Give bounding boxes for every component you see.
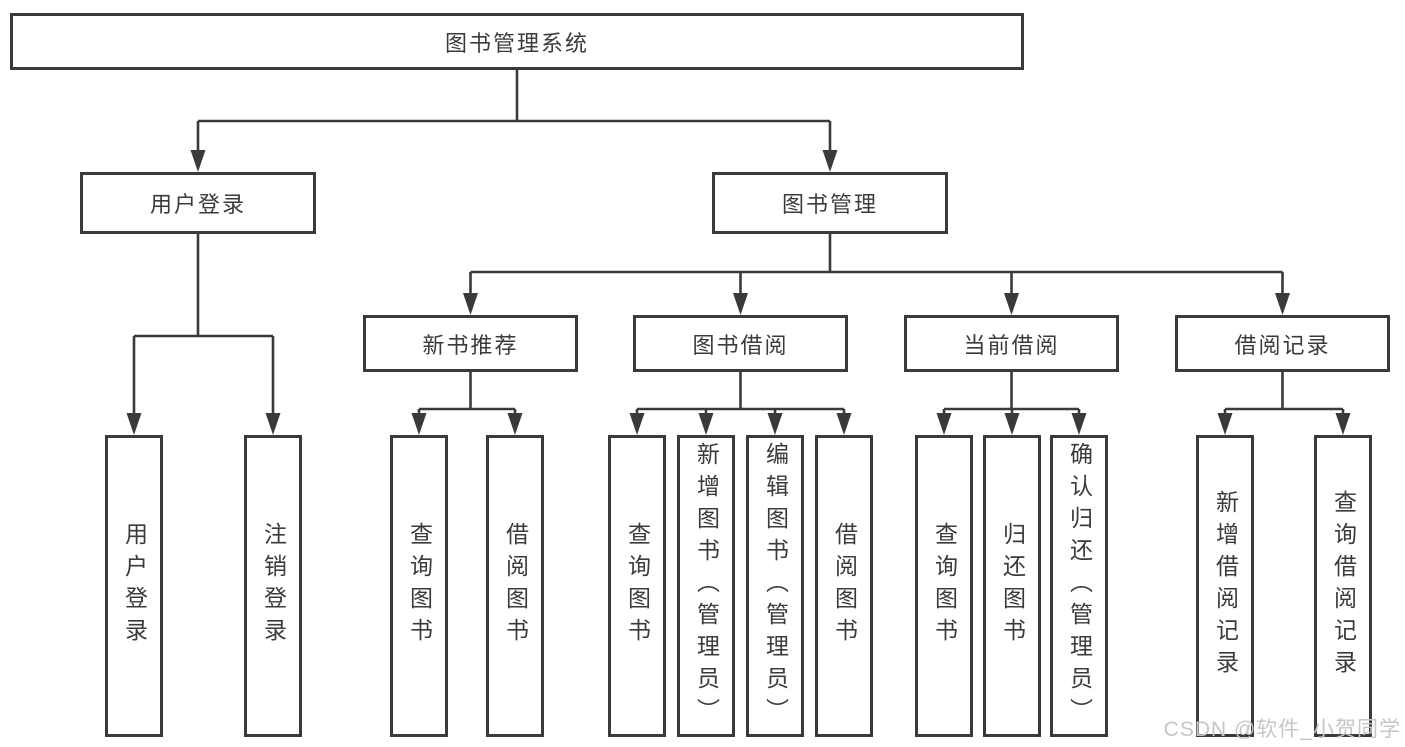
arrow-down-icon — [698, 413, 714, 435]
node-current-borrow-label: 当前借阅 — [963, 332, 1060, 358]
arrow-down-icon — [733, 293, 748, 315]
leaf-edit-books-admin-label: 编辑图书（管理员） — [762, 442, 789, 730]
node-current-borrow: 当前借阅 — [904, 315, 1119, 372]
connector-book-management — [469, 234, 1284, 300]
arrow-down-icon — [411, 413, 427, 435]
leaf-user-login: 用户登录 — [105, 435, 163, 737]
leaf-borrow-books-2: 借阅图书 — [815, 435, 873, 737]
node-user-login: 用户登录 — [80, 172, 316, 234]
connector-book-borrow — [635, 372, 846, 420]
node-new-book-recommend-label: 新书推荐 — [422, 332, 519, 358]
node-user-login-label: 用户登录 — [149, 192, 246, 217]
leaf-borrow-books-1: 借阅图书 — [486, 435, 544, 737]
leaf-query-books-3-label: 查询图书 — [931, 522, 958, 650]
connector-root — [196, 70, 832, 158]
connector-current-borrow — [942, 372, 1081, 420]
leaf-confirm-return-admin: 确认归还（管理员） — [1050, 435, 1108, 737]
connector-new-book-recommend — [417, 372, 517, 420]
connector-borrow-records — [1223, 372, 1345, 420]
leaf-query-borrow-record: 查询借阅记录 — [1314, 435, 1372, 737]
arrow-down-icon — [1004, 293, 1019, 315]
arrow-down-icon — [126, 413, 142, 435]
arrow-down-icon — [265, 413, 281, 435]
node-borrow-records-label: 借阅记录 — [1234, 332, 1331, 358]
leaf-add-borrow-record: 新增借阅记录 — [1196, 435, 1254, 737]
node-book-borrow: 图书借阅 — [633, 315, 848, 372]
leaf-edit-books-admin: 编辑图书（管理员） — [746, 435, 804, 737]
leaf-query-books-3: 查询图书 — [915, 435, 973, 737]
leaf-query-books-1-label: 查询图书 — [406, 522, 433, 650]
leaf-borrow-books-2-label: 借阅图书 — [831, 522, 858, 650]
leaf-logout: 注销登录 — [244, 435, 302, 737]
node-root: 图书管理系统 — [10, 13, 1024, 70]
arrow-down-icon — [1217, 413, 1233, 435]
leaf-add-books-admin: 新增图书（管理员） — [677, 435, 735, 737]
leaf-user-login-label: 用户登录 — [121, 522, 148, 650]
leaf-add-books-admin-label: 新增图书（管理员） — [693, 442, 720, 730]
leaf-add-borrow-record-label: 新增借阅记录 — [1212, 490, 1239, 682]
arrow-down-icon — [767, 413, 783, 435]
arrow-down-icon — [936, 413, 952, 435]
arrow-down-icon — [190, 150, 206, 172]
arrow-down-icon — [629, 413, 645, 435]
arrow-down-icon — [1071, 413, 1087, 435]
node-book-management: 图书管理 — [712, 172, 948, 234]
arrow-down-icon — [1335, 413, 1351, 435]
leaf-borrow-books-1-label: 借阅图书 — [502, 522, 529, 650]
node-root-label: 图书管理系统 — [444, 30, 589, 56]
arrow-down-icon — [463, 293, 478, 315]
node-book-management-label: 图书管理 — [781, 192, 878, 217]
leaf-query-books-1: 查询图书 — [390, 435, 448, 737]
leaf-confirm-return-admin-label: 确认归还（管理员） — [1066, 442, 1093, 730]
leaf-query-books-2: 查询图书 — [608, 435, 666, 737]
leaf-query-borrow-record-label: 查询借阅记录 — [1330, 490, 1357, 682]
leaf-query-books-2-label: 查询图书 — [624, 522, 651, 650]
leaf-return-books: 归还图书 — [983, 435, 1041, 737]
arrow-down-icon — [507, 413, 523, 435]
leaf-return-books-label: 归还图书 — [999, 522, 1026, 650]
connector-user-login — [132, 234, 275, 420]
arrow-down-icon — [1004, 413, 1020, 435]
leaf-logout-label: 注销登录 — [260, 522, 287, 650]
node-book-borrow-label: 图书借阅 — [692, 332, 789, 358]
arrow-down-icon — [822, 150, 838, 172]
watermark: CSDN @软件_小贺同学 — [1163, 718, 1401, 741]
arrow-down-icon — [1275, 293, 1290, 315]
node-new-book-recommend: 新书推荐 — [363, 315, 578, 372]
node-borrow-records: 借阅记录 — [1175, 315, 1390, 372]
arrow-down-icon — [836, 413, 852, 435]
